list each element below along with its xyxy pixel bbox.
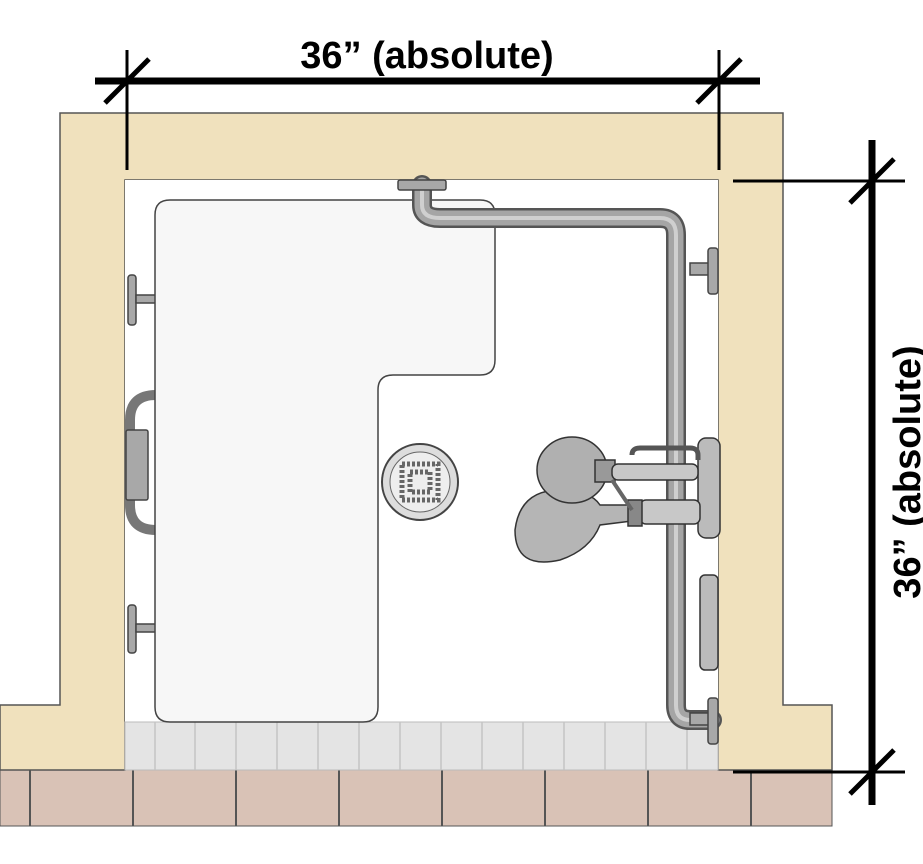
depth-dimension-label: 36” (absolute) [887,345,923,598]
width-dimension-label: 36” (absolute) [300,35,553,77]
pipe-mounts [397,179,719,745]
depth-dimension [733,140,905,805]
hand-shower [514,436,721,671]
curb-tiles [124,721,719,771]
left-grab-bar [125,274,157,654]
floor-drain [381,443,459,521]
shower-pipe [412,175,722,730]
width-dimension [95,50,760,170]
floor-tiles [0,769,833,827]
